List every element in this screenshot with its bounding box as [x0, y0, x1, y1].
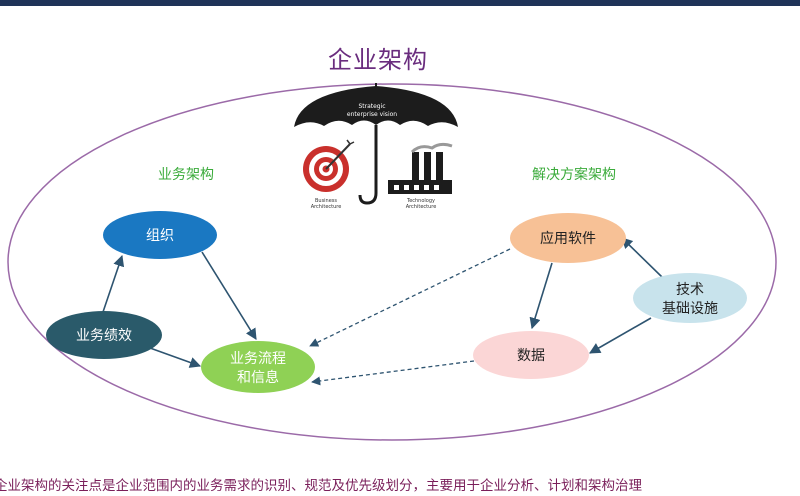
arrow-organization-to-process [201, 251, 257, 340]
performance-label: 业务绩效 [76, 328, 132, 344]
technology-architecture-caption-1: Technology [406, 198, 435, 204]
process-node [201, 341, 315, 393]
arrow-performance-to-organization [102, 254, 125, 313]
target-icon [303, 139, 355, 192]
performance-node [46, 311, 162, 359]
organization-node [103, 211, 217, 259]
arrow-performance-to-process [149, 347, 202, 368]
infrastructure-label-1: 技术 [676, 282, 704, 298]
data-node [473, 331, 589, 379]
page-title: 企业架构 [328, 46, 428, 74]
top-bar [0, 0, 800, 6]
enterprise-boundary-ellipse [7, 83, 777, 441]
infrastructure-node [633, 273, 747, 323]
factory-icon [388, 142, 453, 194]
business-architecture-caption-2: Architecture [311, 204, 342, 210]
footer-description: 企业架构的关注点是企业范围内的业务需求的识别、规范及优先级划分，主要用于企业分析… [0, 478, 642, 494]
arrow-software-to-data [529, 262, 553, 330]
arrow-infrastructure-to-data [589, 317, 652, 354]
infrastructure-label-2: 基础设施 [662, 300, 718, 317]
solution-architecture-label: 解决方案架构 [532, 166, 616, 183]
process-label-1: 业务流程 [230, 351, 286, 367]
business-architecture-label: 业务架构 [158, 167, 214, 183]
umbrella-text-2: enterprise vision [347, 111, 397, 118]
business-architecture-caption-1: Business [315, 198, 337, 204]
umbrella-text-1: Strategic [358, 103, 385, 110]
dashed-arrow-data-to-process [311, 360, 475, 386]
dashed-arrow-software-to-process [309, 248, 511, 347]
organization-label: 组织 [146, 228, 174, 244]
data-label: 数据 [517, 348, 545, 364]
technology-architecture-caption-2: Architecture [406, 204, 437, 210]
process-label-2: 和信息 [237, 369, 279, 386]
software-node [510, 213, 626, 263]
software-label: 应用软件 [540, 230, 596, 247]
umbrella-icon: Strategic enterprise vision [294, 83, 458, 205]
arrow-infrastructure-to-software [621, 237, 663, 278]
